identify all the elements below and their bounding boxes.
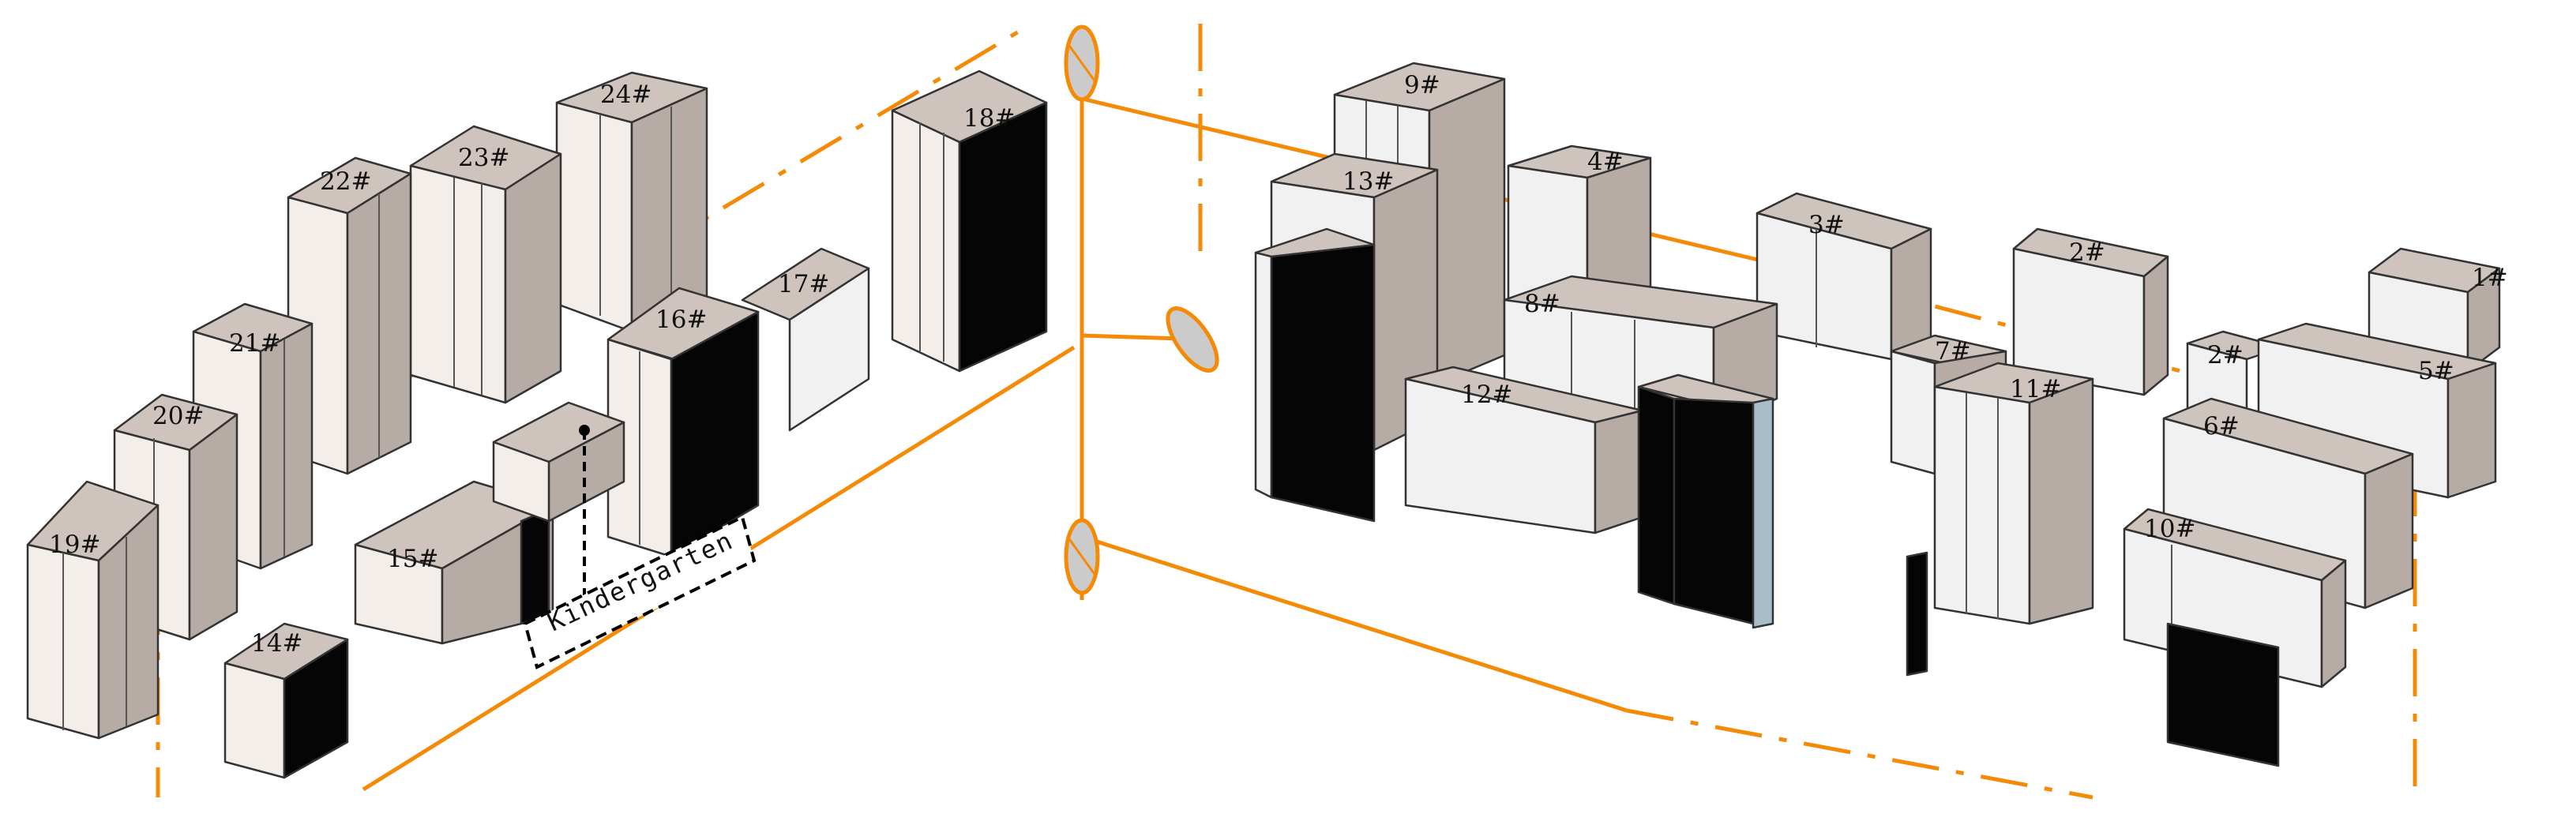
kindergarten-building <box>492 401 625 523</box>
building-23 <box>409 125 562 404</box>
building-label-23: 23# <box>458 144 509 172</box>
sightline-right-lower-dash <box>1626 708 2093 800</box>
eye-marker-bottom <box>1064 518 1100 595</box>
building-labels: 1# 2# 2# 3# 4# 5# 6# 7# 8# 9# 10# 11# 12# 13# 14# 15# 16… <box>49 71 2508 658</box>
building-18 <box>891 69 1048 373</box>
building-label-17: 17# <box>778 270 829 298</box>
building-19 <box>26 480 160 740</box>
building-label-2: 2# <box>2069 238 2105 267</box>
building-label-22: 22# <box>320 167 371 196</box>
building-label-6: 6# <box>2203 412 2240 441</box>
building-12 <box>1404 366 1644 534</box>
building-24 <box>555 71 708 333</box>
building-13-dark-tower <box>1254 227 1376 523</box>
building-label-13: 13# <box>1342 167 1394 196</box>
building-3 <box>1756 192 1932 361</box>
kindergarten-callout <box>523 425 757 669</box>
building-label-18: 18# <box>963 104 1015 133</box>
building-11 <box>1933 362 2094 625</box>
building-label-2s: 2# <box>2207 341 2244 369</box>
building-label-4: 4# <box>1587 148 1624 176</box>
building-label-1: 1# <box>2472 264 2508 292</box>
building-14 <box>223 622 349 779</box>
building-2 <box>2012 227 2169 396</box>
eye-marker-top <box>1064 24 1100 102</box>
dark-pillar <box>1906 551 1928 677</box>
building-label-9: 9# <box>1404 71 1440 99</box>
building-label-7: 7# <box>1935 337 1971 366</box>
building-label-19: 19# <box>49 531 100 559</box>
building-label-10: 10# <box>2144 515 2195 543</box>
building-16 <box>606 287 760 558</box>
building-22 <box>287 156 412 475</box>
building-label-16: 16# <box>655 306 707 334</box>
building-label-14: 14# <box>251 629 302 658</box>
dark-block-front-right <box>2166 622 2280 767</box>
building-label-3: 3# <box>1808 211 1845 239</box>
building-label-15: 15# <box>387 545 438 573</box>
building-label-24: 24# <box>600 81 652 109</box>
sightline-right-lower <box>1081 534 1628 713</box>
building-label-20: 20# <box>152 402 204 430</box>
building-label-5: 5# <box>2418 357 2454 385</box>
building-label-12: 12# <box>1461 381 1512 409</box>
building-label-8: 8# <box>1524 290 1560 318</box>
building-label-21: 21# <box>229 329 280 358</box>
building-12-dark-tower <box>1637 373 1774 629</box>
eye-marker-middle <box>1166 306 1219 373</box>
building-1 <box>2368 247 2501 373</box>
building-label-11: 11# <box>2010 375 2061 403</box>
building-17 <box>741 247 870 432</box>
